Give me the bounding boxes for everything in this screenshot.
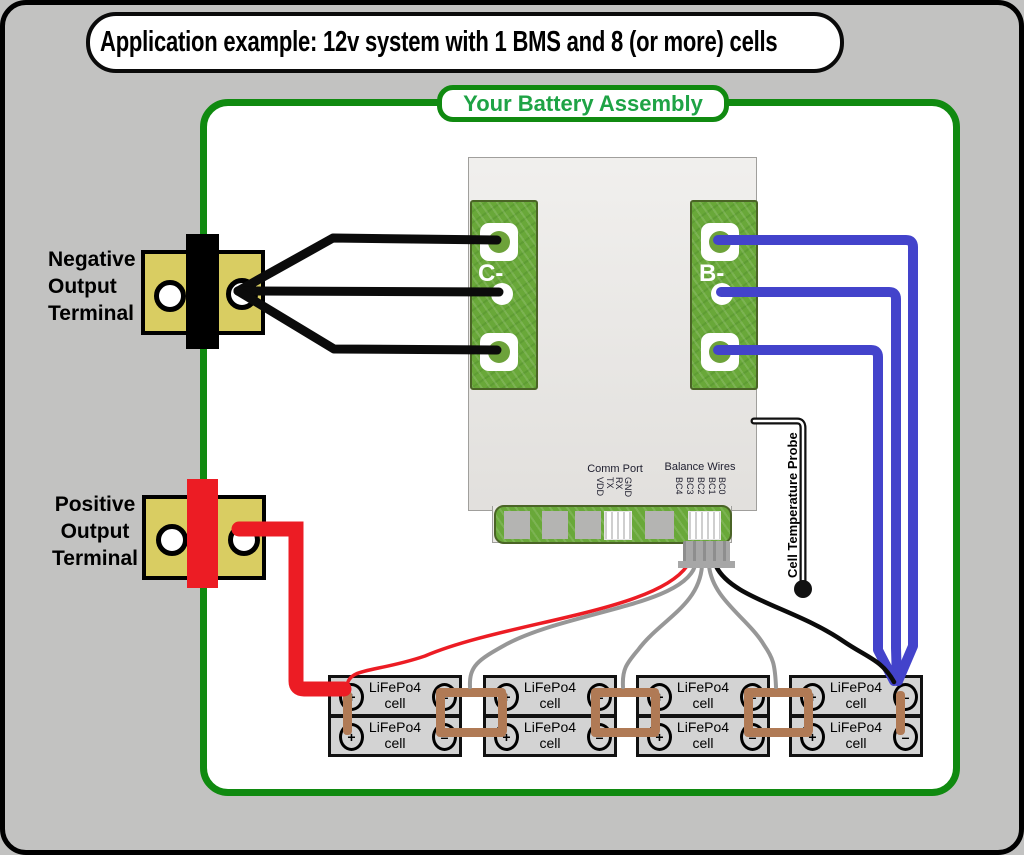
terminal-hole	[228, 524, 260, 556]
solder-pad	[480, 333, 518, 371]
cell-word: cell	[692, 735, 714, 751]
temperature-probe-label: Cell Temperature Probe	[785, 432, 800, 578]
cell-chemistry: LiFePo4	[829, 719, 883, 735]
cell-word: cell	[845, 735, 867, 751]
minus-sign: –	[901, 689, 910, 705]
busbar-vertical	[895, 691, 905, 735]
plus-sign: +	[347, 729, 356, 745]
pin-label-vdd: VDD	[595, 477, 605, 497]
busbar-horizontal	[436, 728, 506, 737]
cell-label: LiFePo4 cell	[486, 719, 614, 751]
pcb-component	[542, 511, 568, 539]
cell-chemistry: LiFePo4	[829, 679, 883, 695]
b-minus-label: B-	[699, 260, 725, 287]
pin-label-gnd: GND	[623, 477, 633, 497]
cell-negative-terminal: –	[893, 723, 918, 751]
pcb-edge-strip	[494, 505, 732, 544]
cell-label: LiFePo4 cell	[639, 719, 767, 751]
pin-label-bc2: BC2	[696, 477, 706, 495]
pcb-component	[504, 511, 530, 539]
bms-pad-b-minus: B-	[690, 200, 758, 390]
title-bubble: Application example: 12v system with 1 B…	[86, 12, 844, 73]
cell-positive-terminal: +	[800, 723, 825, 751]
busbar-vertical	[497, 691, 507, 735]
minus-sign: –	[440, 729, 449, 745]
plus-sign: +	[347, 689, 356, 705]
cell-label: LiFePo4 cell	[792, 719, 920, 751]
cell-word: cell	[539, 735, 561, 751]
cell-chemistry: LiFePo4	[368, 719, 422, 735]
pin-label-bc4: BC4	[674, 477, 684, 495]
busbar-vertical	[743, 691, 753, 735]
terminal-hole	[156, 524, 188, 556]
positive-terminal-label: Positive Output Terminal	[52, 493, 138, 570]
minus-sign: –	[901, 729, 910, 745]
solder-pad	[701, 333, 739, 371]
busbar-vertical	[435, 691, 445, 735]
terminal-hole	[154, 280, 186, 312]
plus-sign: +	[655, 689, 664, 705]
positive-terminal-post	[187, 479, 218, 588]
bms-pad-c-minus: C-	[470, 200, 538, 390]
busbar-vertical	[590, 691, 600, 735]
cell-chemistry: LiFePo4	[676, 679, 730, 695]
pcb-component	[575, 511, 601, 539]
pcb-component	[645, 511, 674, 539]
balance-wires-label: Balance Wires	[664, 461, 736, 473]
cell-chemistry: LiFePo4	[523, 679, 577, 695]
balance-plug-lip	[678, 561, 735, 568]
comm-port-label: Comm Port	[587, 463, 643, 475]
cell-positive-terminal: +	[647, 723, 672, 751]
pin-label-bc3: BC3	[685, 477, 695, 495]
busbar-horizontal	[436, 688, 506, 697]
plus-sign: +	[808, 729, 817, 745]
pin-label-bc0: BC0	[717, 477, 727, 495]
plus-sign: +	[502, 689, 511, 705]
terminal-hole	[226, 278, 258, 310]
plus-sign: +	[808, 689, 817, 705]
busbar-horizontal	[591, 728, 659, 737]
busbar-vertical	[342, 691, 352, 735]
solder-pad	[480, 223, 518, 261]
page-title: Application example: 12v system with 1 B…	[100, 26, 778, 58]
busbar-vertical	[803, 691, 813, 735]
pin-label-bc1: BC1	[707, 477, 717, 495]
cell-positive-terminal: +	[494, 723, 519, 751]
cell-chemistry: LiFePo4	[676, 719, 730, 735]
cell-chemistry: LiFePo4	[368, 679, 422, 695]
minus-sign: –	[595, 729, 604, 745]
cell-negative-terminal: –	[587, 723, 612, 751]
plus-sign: +	[502, 729, 511, 745]
solder-pad	[701, 223, 739, 261]
cell-word: cell	[384, 735, 406, 751]
busbar-horizontal	[591, 688, 659, 697]
busbar-vertical	[650, 691, 660, 735]
balance-wires-connector	[688, 511, 721, 540]
cell-word: cell	[539, 695, 561, 711]
battery-assembly-label: Your Battery Assembly	[463, 90, 703, 116]
cell-label: LiFePo4 cell	[331, 719, 459, 751]
minus-sign: –	[748, 729, 757, 745]
c-minus-label: C-	[478, 260, 504, 287]
cell-chemistry: LiFePo4	[523, 719, 577, 735]
battery-assembly-label-box: Your Battery Assembly	[437, 85, 729, 122]
comm-port-connector	[604, 511, 632, 540]
negative-terminal-post	[186, 234, 219, 349]
busbar-horizontal	[744, 728, 812, 737]
plus-sign: +	[655, 729, 664, 745]
cell-word: cell	[692, 695, 714, 711]
cell-word: cell	[384, 695, 406, 711]
negative-terminal-label: Negative Output Terminal	[48, 248, 136, 325]
busbar-horizontal	[744, 688, 812, 697]
battery-cell: LiFePo4 cell + –	[636, 715, 770, 757]
cell-word: cell	[845, 695, 867, 711]
